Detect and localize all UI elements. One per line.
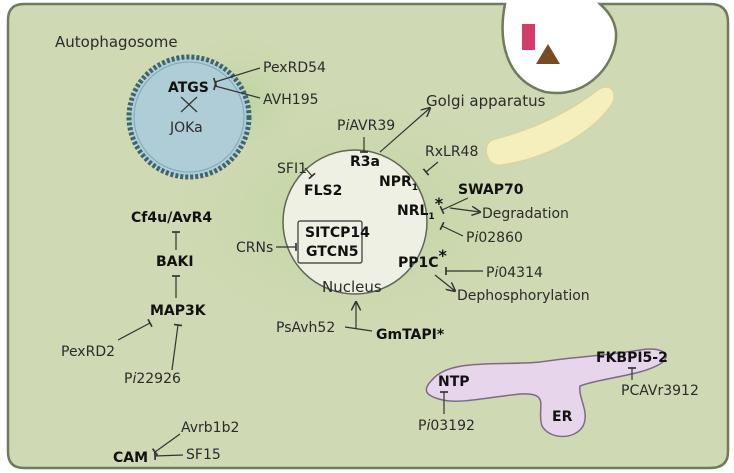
sfi1-inhibit [304, 167, 316, 180]
sf15-inhibit [154, 451, 184, 461]
baki-label: BAKI [156, 254, 194, 270]
atgs-label: ATGS [168, 80, 209, 96]
sitcp14-label: SITCP14 [305, 225, 370, 241]
autophagosome-body [126, 54, 252, 180]
er-title: ER [552, 409, 573, 425]
pexrd54-label: PexRD54 [263, 60, 326, 76]
pexrd2-inhibit [117, 318, 153, 341]
avh195-label: AVH195 [263, 92, 319, 108]
pi22926-inhibit [171, 323, 183, 371]
r3a-to-golgi-arrow [379, 108, 430, 153]
sf15-label: SF15 [186, 447, 221, 463]
pexrd54-inhibit [212, 67, 261, 87]
r3a-label: R3a [350, 154, 380, 170]
er-body [425, 348, 667, 438]
swap70-label: SWAP70 [458, 182, 524, 198]
pi02860-label: Pi02860 [466, 230, 523, 246]
swap70-inhibit [439, 197, 469, 215]
gtcn5-label: GTCN5 [306, 244, 359, 260]
pexrd2-label: PexRD2 [61, 344, 115, 360]
map3k-label: MAP3K [150, 303, 207, 319]
nrl1-degradation-arrow [449, 208, 480, 212]
dephosphorylation-label: Dephosphorylation [457, 288, 590, 304]
nucleus-body [282, 149, 428, 295]
nucleus-title: Nucleus [322, 278, 382, 296]
npr1-label: NPR1 [379, 174, 418, 193]
fls2-label: FLS2 [304, 183, 342, 199]
gmtapi-label: GmTAPI* [376, 327, 445, 343]
sfi1-label: SFI1 [277, 161, 307, 177]
autophagosome-title: Autophagosome [55, 33, 178, 51]
pcavr3912-label: PCAVr3912 [621, 383, 699, 399]
ntp-label: NTP [438, 374, 470, 390]
fkbpi52-label: FKBPI5-2 [596, 350, 668, 366]
cf4u-avr4-label: Cf4u/AvR4 [131, 210, 212, 226]
sitcp14-gtcn5-box [297, 220, 363, 264]
golgi-title: Golgi apparatus [426, 92, 546, 110]
degradation-label: Degradation [482, 206, 569, 222]
rxlr48-inhibit [422, 161, 439, 176]
autophagosome-inner-ring [133, 61, 245, 173]
avrb1b2-inhibit [151, 433, 181, 456]
golgi-body [485, 86, 615, 166]
joka-label: JOKa [169, 120, 203, 136]
piavr39-label: PiAVR39 [337, 118, 395, 134]
avrb1b2-label: Avrb1b2 [181, 420, 239, 436]
pi03192-label: Pi03192 [418, 418, 475, 434]
nrl1-label: NRL1* [397, 194, 444, 222]
atgs-joka-x2 [180, 96, 198, 113]
rxlr48-label: RxLR48 [425, 144, 478, 160]
avh195-inhibit [213, 81, 261, 99]
pathogen-effector-red [522, 24, 535, 50]
pi02860-inhibit [439, 221, 464, 237]
pi04314-label: Pi04314 [486, 265, 543, 281]
pp1c-dephosphorylation-arrow [434, 274, 455, 291]
crns-label: CRNs [236, 240, 273, 256]
cam-label: CAM [113, 450, 148, 466]
psavh52-label: PsAvh52 [276, 320, 335, 336]
psavh52-gmtapi-link [344, 326, 373, 332]
pathogen-effector-brown [536, 44, 560, 64]
pi22926-label: Pi22926 [124, 371, 181, 387]
pp1c-label: PP1C* [398, 246, 448, 271]
